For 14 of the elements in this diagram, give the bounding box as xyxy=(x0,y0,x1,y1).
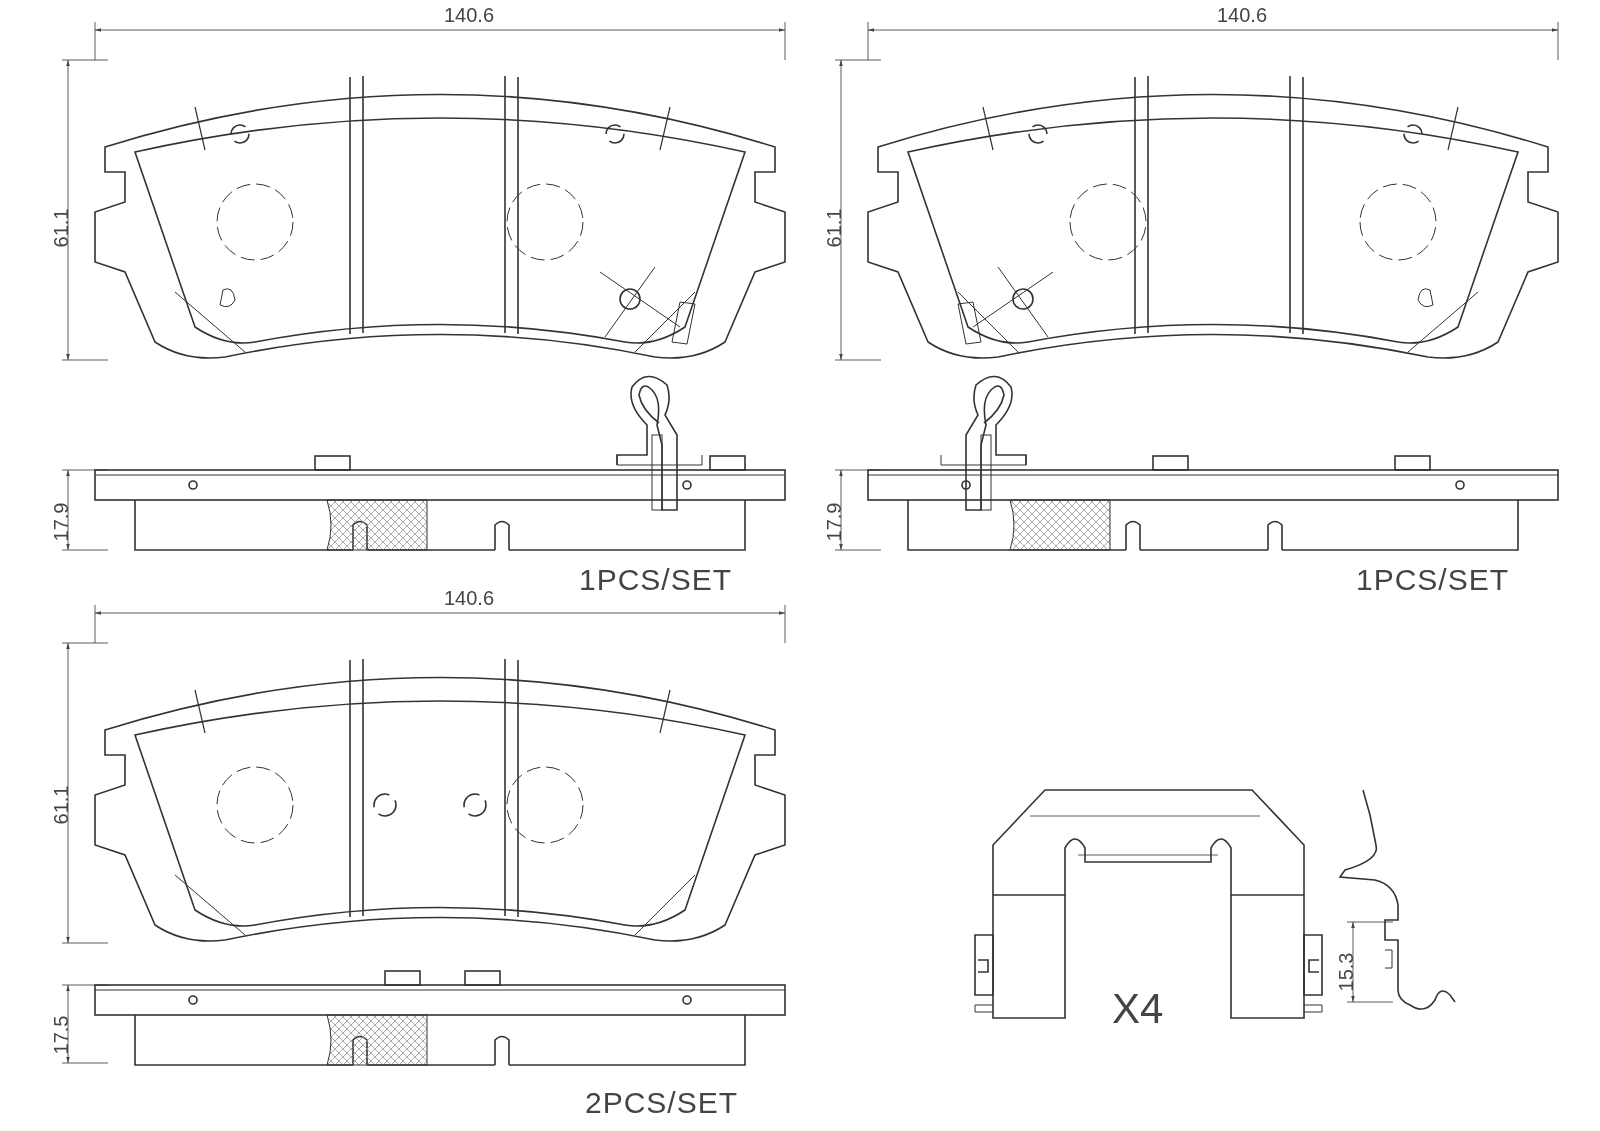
dimension-label: 61.1 xyxy=(824,208,845,248)
dimension-label: 140.6 xyxy=(1217,5,1268,25)
dimension-label: 17.9 xyxy=(824,502,845,542)
dimension-label: 61.1 xyxy=(51,208,72,248)
dimension-label: 140.6 xyxy=(444,588,495,608)
dimension-label: 15.3 xyxy=(1336,952,1357,992)
quantity-note: 1PCS/SET xyxy=(579,565,733,595)
quantity-note: 2PCS/SET xyxy=(585,1088,739,1118)
quantity-note: 1PCS/SET xyxy=(1356,565,1510,595)
dimension-label: 140.6 xyxy=(444,5,495,25)
dimension-label: 61.1 xyxy=(51,785,72,825)
quantity-note: X4 xyxy=(1112,988,1164,1030)
dimension-label: 17.5 xyxy=(51,1015,72,1055)
dimension-label: 17.9 xyxy=(51,502,72,542)
